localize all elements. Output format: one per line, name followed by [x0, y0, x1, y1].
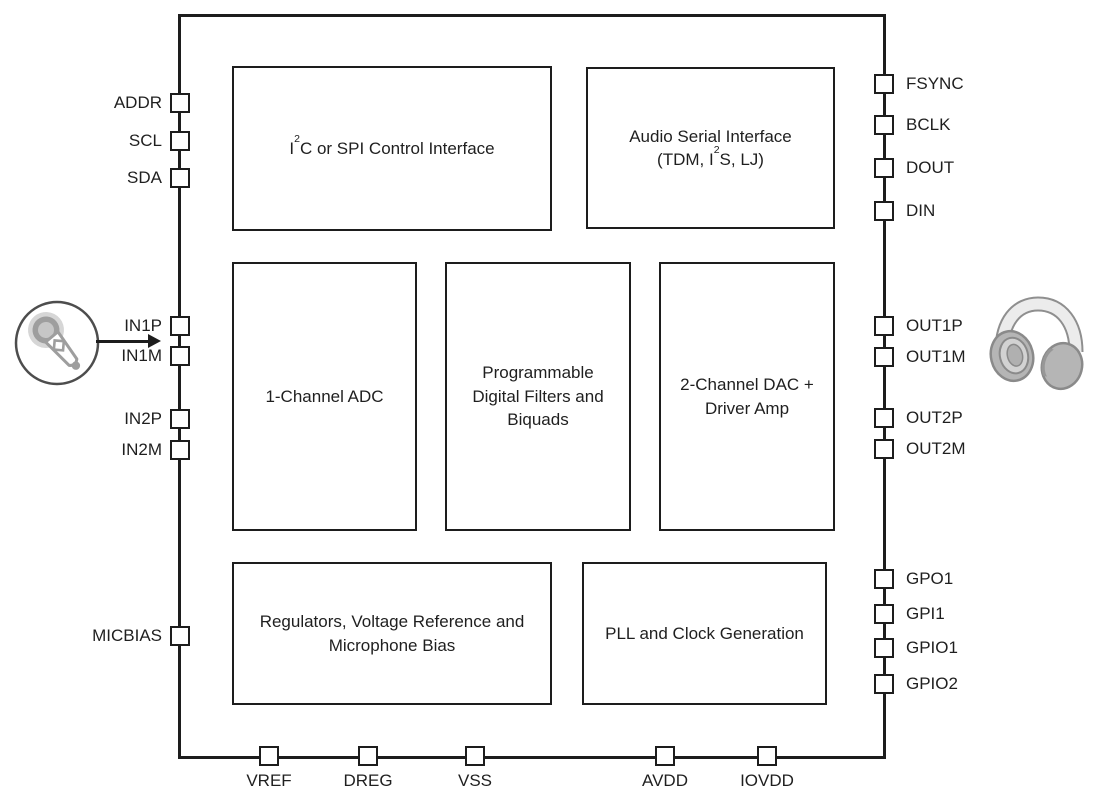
pin-label-in1m: IN1M	[121, 346, 162, 365]
pin-label-gpio2: GPIO2	[906, 674, 958, 693]
block-label: 2-Channel DAC + Driver Amp	[680, 375, 814, 418]
pin-scl	[170, 131, 190, 151]
headphones-icon	[989, 296, 1084, 391]
pin-out1p	[874, 316, 894, 336]
pin-din	[874, 201, 894, 221]
pin-out1m	[874, 347, 894, 367]
block-i2c-spi-control-interface: I2C or SPI Control Interface	[232, 66, 552, 231]
pin-label-in1p: IN1P	[124, 316, 162, 335]
block-pll-clock-generation: PLL and Clock Generation	[582, 562, 827, 705]
pin-vss	[465, 746, 485, 766]
block-regulators-voltage-reference: Regulators, Voltage Reference and Microp…	[232, 562, 552, 705]
pin-label-sda: SDA	[127, 168, 162, 187]
pin-gpio1	[874, 638, 894, 658]
pin-vref	[259, 746, 279, 766]
pin-fsync	[874, 74, 894, 94]
block-1-channel-adc: 1-Channel ADC	[232, 262, 417, 531]
block-label: PLL and Clock Generation	[605, 623, 804, 643]
pin-avdd	[655, 746, 675, 766]
pin-micbias	[170, 626, 190, 646]
pin-label-addr: ADDR	[113, 93, 162, 112]
pin-label-vss: VSS	[457, 771, 493, 790]
block-label: Regulators, Voltage Reference and Microp…	[259, 612, 525, 655]
pin-dout	[874, 158, 894, 178]
pin-addr	[170, 93, 190, 113]
pin-out2m	[874, 439, 894, 459]
pin-label-din: DIN	[906, 201, 936, 220]
pin-dreg	[358, 746, 378, 766]
block-audio-serial-interface: Audio Serial Interface (TDM, I2S, LJ)	[586, 67, 835, 229]
pin-gpi1	[874, 604, 894, 624]
pin-label-vref: VREF	[246, 771, 292, 790]
pin-bclk	[874, 115, 894, 135]
block-label: Audio Serial Interface (TDM, I2S, LJ)	[629, 126, 792, 169]
pin-label-avdd: AVDD	[642, 771, 688, 790]
pin-label-bclk: BCLK	[906, 115, 951, 134]
pin-gpo1	[874, 569, 894, 589]
pin-label-scl: SCL	[128, 131, 162, 150]
pin-label-micbias: MICBIAS	[92, 626, 162, 645]
block-label: Programmable Digital Filters and Biquads	[472, 363, 604, 430]
microphone-icon	[14, 300, 100, 386]
mic-input-arrow-head	[148, 334, 161, 348]
pin-label-in2p: IN2P	[124, 409, 162, 428]
pin-label-gpi1: GPI1	[906, 604, 945, 623]
pin-label-out2p: OUT2P	[906, 408, 963, 427]
pin-out2p	[874, 408, 894, 428]
pin-in1m	[170, 346, 190, 366]
pin-gpio2	[874, 674, 894, 694]
pin-iovdd	[757, 746, 777, 766]
pin-sda	[170, 168, 190, 188]
pin-label-out2m: OUT2M	[906, 439, 966, 458]
block-label: I2C or SPI Control Interface	[289, 133, 495, 158]
pin-label-out1m: OUT1M	[906, 347, 966, 366]
pin-in2p	[170, 409, 190, 429]
mic-input-arrow-line	[96, 340, 150, 343]
pin-label-gpio1: GPIO1	[906, 638, 958, 657]
pin-label-dreg: DREG	[343, 771, 393, 790]
pin-label-dout: DOUT	[906, 158, 955, 177]
pin-in2m	[170, 440, 190, 460]
pin-label-gpo1: GPO1	[906, 569, 954, 588]
block-programmable-digital-filters: Programmable Digital Filters and Biquads	[445, 262, 631, 531]
pin-label-fsync: FSYNC	[906, 74, 964, 93]
pin-label-in2m: IN2M	[121, 440, 162, 459]
pin-in1p	[170, 316, 190, 336]
pin-label-out1p: OUT1P	[906, 316, 963, 335]
block-2-channel-dac-driver-amp: 2-Channel DAC + Driver Amp	[659, 262, 835, 531]
pin-label-iovdd: IOVDD	[740, 771, 794, 790]
block-label: 1-Channel ADC	[265, 386, 384, 406]
